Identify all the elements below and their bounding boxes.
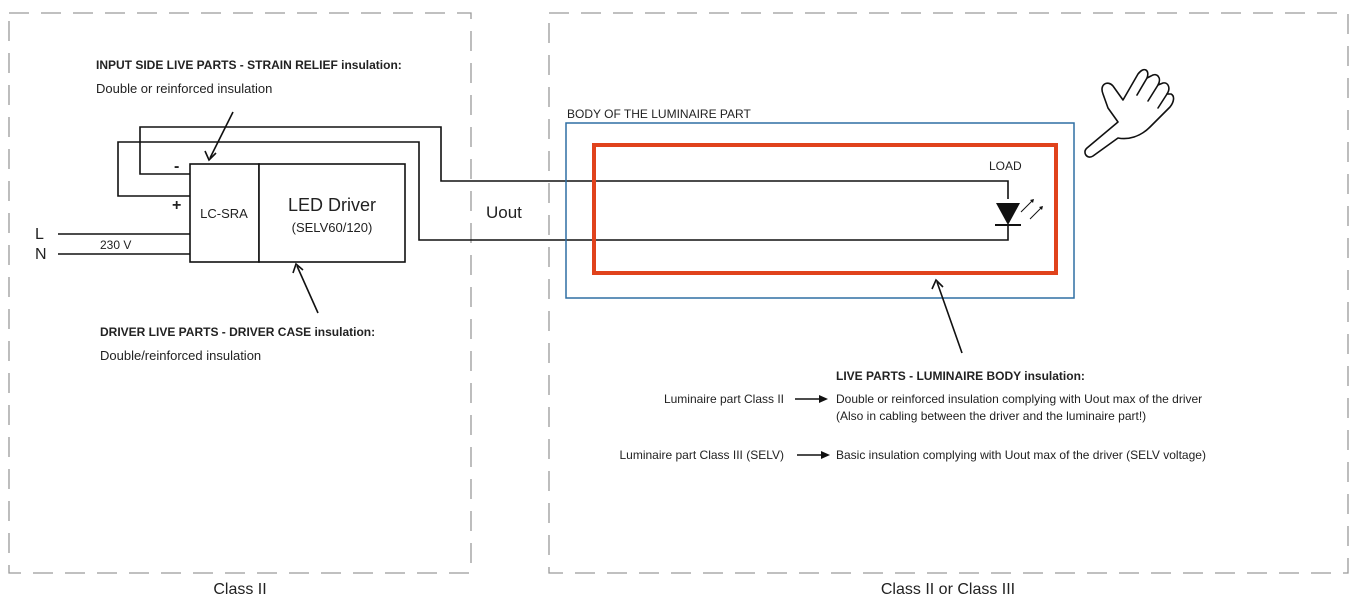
row-class-iii-arrowhead — [821, 451, 830, 459]
driver-case-text: Double/reinforced insulation — [100, 348, 261, 363]
line-l-label: L — [35, 226, 44, 243]
uout-label: Uout — [486, 203, 522, 222]
luminaire-body-box — [565, 122, 1075, 299]
class-ii-or-iii-region — [548, 12, 1349, 574]
load-label: LOAD — [989, 159, 1022, 173]
input-side-arrowhead — [204, 150, 217, 162]
row-class-ii-right-line1: Double or reinforced insulation complyin… — [836, 392, 1202, 406]
driver-case-heading: DRIVER LIVE PARTS - DRIVER CASE insulati… — [100, 325, 375, 339]
input-side-heading: INPUT SIDE LIVE PARTS - STRAIN RELIEF in… — [96, 58, 402, 72]
luminaire-body-arrowhead — [931, 278, 944, 290]
strain-relief-label: LC-SRA — [200, 206, 248, 221]
class-ii-region — [8, 12, 472, 574]
minus-sign: - — [174, 158, 179, 175]
luminaire-body-arrow — [936, 281, 963, 354]
row-class-ii-left: Luminaire part Class II — [664, 392, 784, 406]
row-class-iii-right-line1: Basic insulation complying with Uout max… — [836, 448, 1206, 462]
led-driver-subtitle: (SELV60/120) — [292, 220, 373, 235]
strain-relief-box — [189, 163, 260, 263]
line-n-label: N — [35, 246, 47, 263]
led-diode-icon — [995, 199, 1043, 226]
row-class-iii-left: Luminaire part Class III (SELV) — [619, 448, 784, 462]
wire-plus-loop — [117, 141, 1009, 241]
hand-pointer-icon — [1084, 68, 1175, 158]
row-class-ii-right-line2: (Also in cabling between the driver and … — [836, 409, 1146, 423]
led-driver-title: LED Driver — [288, 195, 376, 215]
input-side-text: Double or reinforced insulation — [96, 81, 272, 96]
insulation-box — [592, 143, 1058, 275]
led-driver-box — [258, 163, 406, 263]
input-side-arrow — [209, 111, 234, 159]
row-class-ii-arrowhead — [819, 395, 828, 403]
plus-sign: + — [172, 197, 181, 214]
driver-case-arrowhead — [292, 262, 304, 274]
driver-case-arrow — [296, 265, 319, 314]
voltage-label: 230 V — [100, 238, 131, 252]
body-label: BODY OF THE LUMINAIRE PART — [567, 107, 751, 121]
luminaire-body-heading: LIVE PARTS - LUMINAIRE BODY insulation: — [836, 369, 1085, 383]
class-ii-caption: Class II — [213, 581, 266, 598]
class-ii-or-iii-caption: Class II or Class III — [881, 581, 1015, 598]
wire-minus-loop — [139, 126, 1009, 199]
